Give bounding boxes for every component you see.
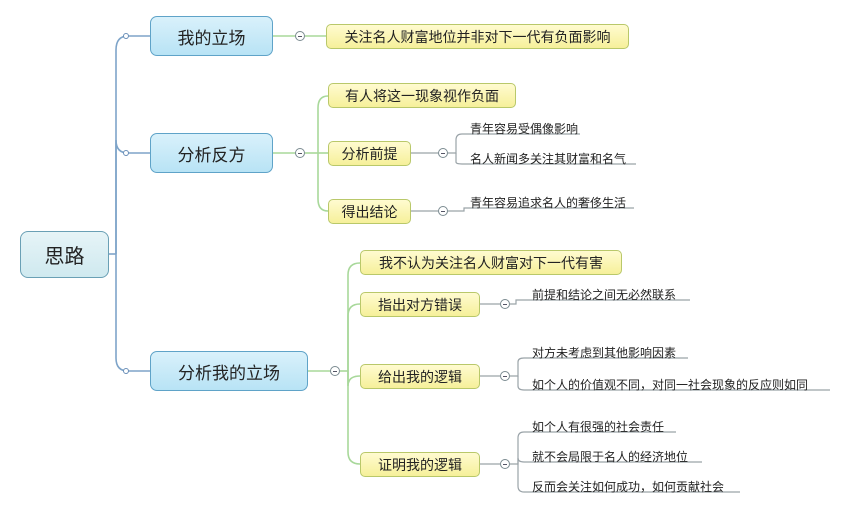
- subtopic-label: 给出我的逻辑: [378, 369, 462, 386]
- detail-item[interactable]: 青年容易追求名人的奢侈生活: [470, 196, 627, 210]
- subtopic-node[interactable]: 证明我的逻辑: [360, 452, 480, 477]
- detail-item[interactable]: 如个人的价值观不同，对同一社会现象的反应则如同: [532, 378, 809, 392]
- root-label: 思路: [44, 244, 85, 268]
- subtopic-label: 得出结论: [341, 204, 398, 221]
- subtopic-node[interactable]: 指出对方错误: [360, 292, 480, 317]
- subtopic-node[interactable]: 关注名人财富地位并非对下一代有负面影响: [326, 24, 629, 49]
- subtopic-node[interactable]: 得出结论: [328, 199, 411, 224]
- subtopic-node[interactable]: 分析前提: [328, 141, 411, 166]
- collapse-toggle[interactable]: [500, 299, 510, 309]
- branch-node-analyze-opponent[interactable]: 分析反方: [150, 133, 273, 173]
- detail-item[interactable]: 如个人有很强的社会责任: [532, 420, 665, 434]
- collapse-toggle-analyze-opponent[interactable]: [295, 148, 305, 158]
- collapse-toggle-analyze-mine[interactable]: [330, 366, 340, 376]
- collapse-toggle-stance[interactable]: [295, 31, 305, 41]
- subtopic-label: 分析前提: [341, 146, 398, 163]
- subtopic-label: 我不认为关注名人财富对下一代有害: [379, 255, 603, 272]
- branch-node-stance[interactable]: 我的立场: [150, 16, 273, 56]
- branch-label-analyze-mine: 分析我的立场: [178, 363, 280, 384]
- branch-label-analyze-opponent: 分析反方: [177, 145, 246, 166]
- collapse-toggle[interactable]: [500, 371, 510, 381]
- subtopic-label: 关注名人财富地位并非对下一代有负面影响: [344, 29, 611, 46]
- detail-item[interactable]: 就不会局限于名人的经济地位: [532, 450, 689, 464]
- branch-label-stance: 我的立场: [177, 28, 246, 49]
- subtopic-node[interactable]: 有人将这一现象视作负面: [328, 83, 516, 108]
- detail-item[interactable]: 名人新闻多关注其财富和名气: [470, 152, 627, 166]
- detail-item[interactable]: 对方未考虑到其他影响因素: [532, 346, 677, 360]
- subtopic-label: 有人将这一现象视作负面: [345, 88, 499, 105]
- branch-dot-analyze-opponent: [123, 150, 129, 156]
- detail-item[interactable]: 前提和结论之间无必然联系: [532, 288, 677, 302]
- subtopic-node[interactable]: 给出我的逻辑: [360, 364, 480, 389]
- root-node[interactable]: 思路: [20, 231, 109, 278]
- collapse-toggle[interactable]: [438, 148, 448, 158]
- branch-dot-analyze-mine: [123, 368, 129, 374]
- subtopic-node[interactable]: 我不认为关注名人财富对下一代有害: [360, 250, 622, 275]
- branch-node-analyze-mine[interactable]: 分析我的立场: [150, 351, 308, 391]
- collapse-toggle[interactable]: [500, 459, 510, 469]
- subtopic-label: 指出对方错误: [378, 297, 462, 314]
- branch-dot-stance: [123, 33, 129, 39]
- collapse-toggle[interactable]: [438, 206, 448, 216]
- detail-item[interactable]: 青年容易受偶像影响: [470, 122, 579, 136]
- subtopic-label: 证明我的逻辑: [378, 457, 462, 474]
- detail-item[interactable]: 反而会关注如何成功，如何贡献社会: [532, 480, 725, 494]
